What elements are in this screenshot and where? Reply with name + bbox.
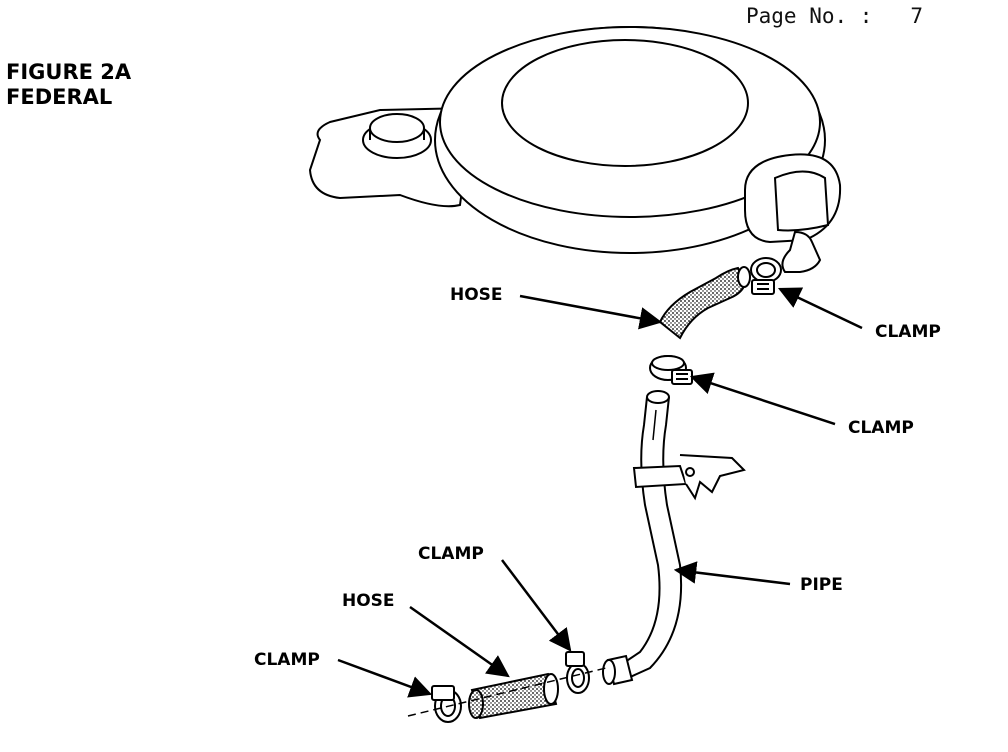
left-clamp [431, 685, 462, 723]
air-cleaner-cover-top [439, 26, 821, 218]
upper-right-clamp [750, 257, 782, 295]
label-clamp-middle: CLAMP [848, 418, 914, 438]
arrow-pipe [673, 561, 791, 586]
outlet-elbow [781, 230, 822, 273]
lower-hose [468, 672, 559, 720]
label-clamp-lower: CLAMP [418, 544, 484, 564]
arrow-hose-lower [409, 605, 510, 678]
figure-title: FIGURE 2A FEDERAL [6, 60, 131, 110]
air-cleaner-assembly [308, 26, 842, 273]
pipe-assembly [602, 390, 746, 686]
page-number-value: 7 [910, 4, 924, 28]
arrow-clamp-lower [501, 559, 572, 652]
air-cleaner-cover-center [501, 39, 749, 167]
arrow-clamp-left [337, 658, 433, 698]
pipe-bracket [632, 464, 688, 489]
page-number-label: Page No. : [746, 4, 873, 28]
label-clamp-left: CLAMP [254, 650, 320, 670]
label-hose-lower: HOSE [342, 591, 395, 611]
snorkel-cap-top [369, 113, 425, 143]
upper-hose [658, 266, 751, 340]
label-hose-upper: HOSE [450, 285, 503, 305]
snorkel-cap-side [369, 128, 425, 140]
arrow-clamp-upper-right [777, 287, 863, 330]
arrow-hose-upper [519, 294, 663, 330]
outlet-housing-inner [773, 170, 830, 232]
middle-clamp [649, 355, 693, 385]
leader-arrows [337, 287, 863, 698]
label-clamp-upper-right: CLAMP [875, 322, 941, 342]
outlet-housing [744, 153, 842, 244]
page-number-header: Page No. : 7 [746, 4, 923, 28]
label-pipe: PIPE [800, 575, 843, 595]
centerline [407, 667, 607, 717]
figure-title-line1: FIGURE 2A [6, 60, 132, 84]
figure-title-line2: FEDERAL [6, 85, 113, 109]
arrow-clamp-middle [689, 372, 836, 426]
